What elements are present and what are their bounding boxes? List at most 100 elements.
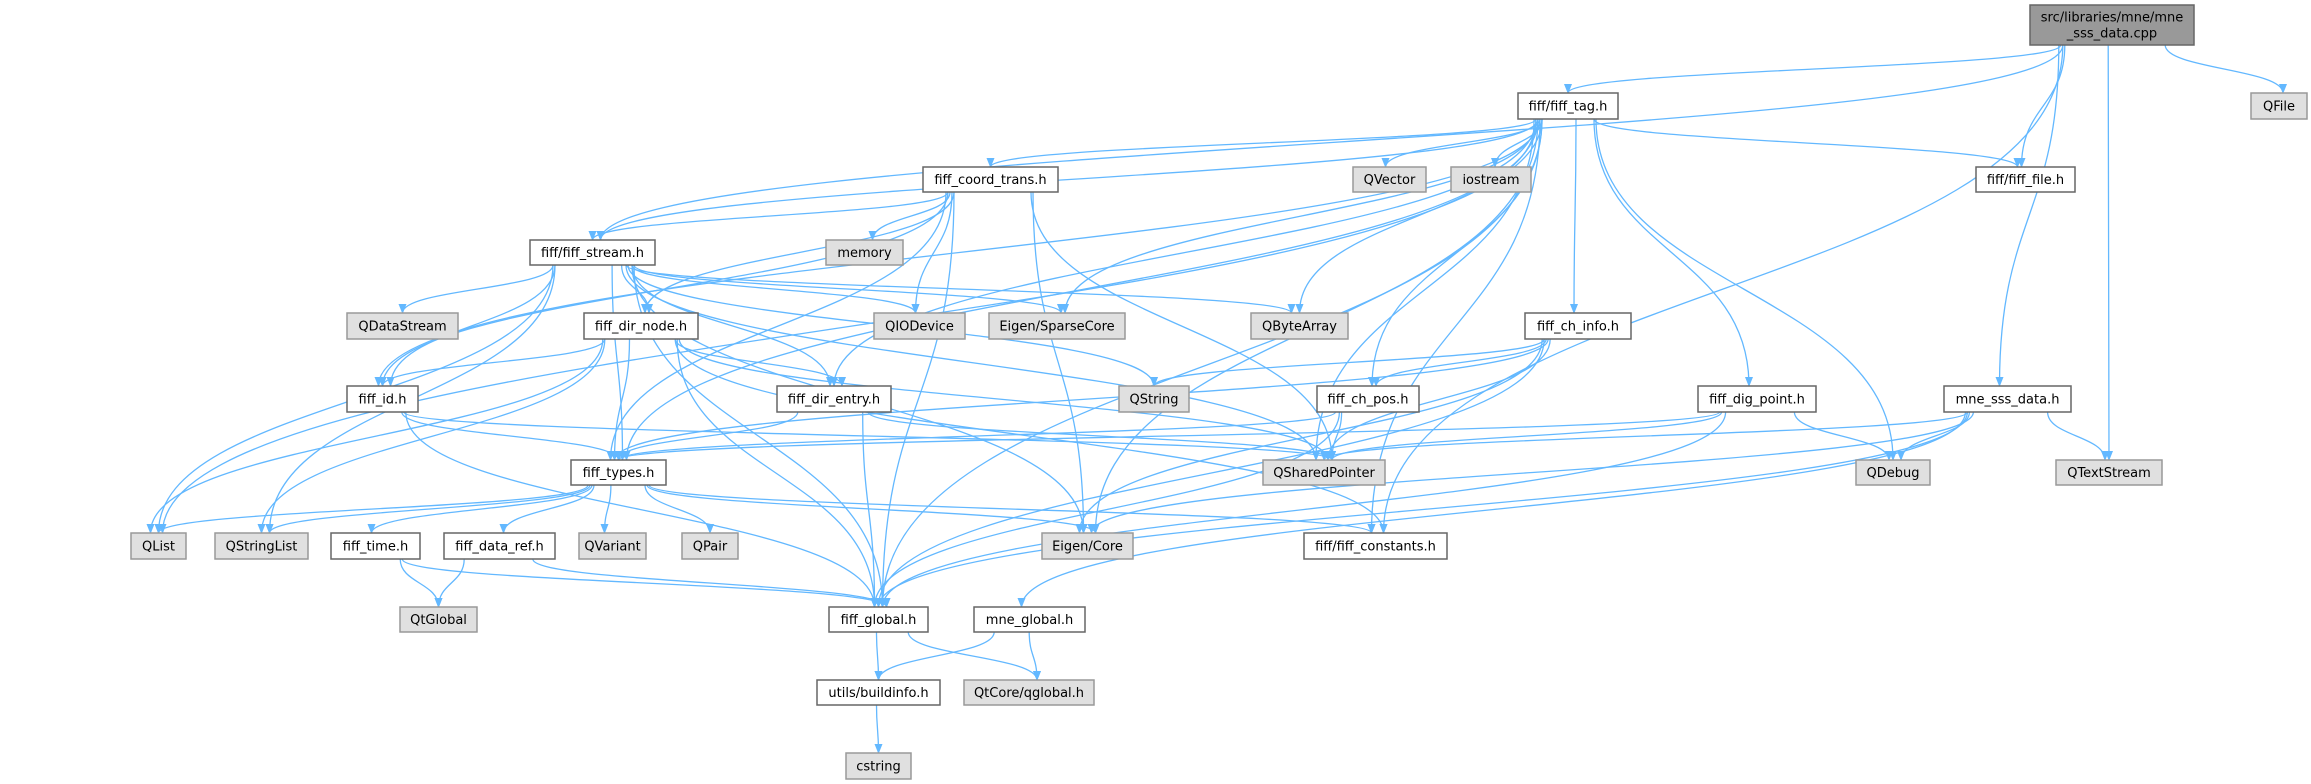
- edge-fiff_stream-to-qdatastream: [398, 264, 554, 314]
- edge-fiff_ch_info-to-fiff_ch_pos: [1372, 338, 1547, 387]
- node-fiff-tag[interactable]: fiff/fiff_tag.h: [1517, 92, 1619, 120]
- edge-fiff_types-to-fiff_data_ref: [499, 484, 595, 534]
- node-qstringlist: QStringList: [214, 532, 309, 560]
- edge-fiff_stream-to-qbytearray: [625, 264, 1296, 314]
- node-label: QtGlobal: [410, 613, 467, 628]
- node-box: [570, 459, 667, 486]
- node-root[interactable]: src/libraries/mne/mne_sss_data.cpp: [2029, 4, 2195, 46]
- node-box: [845, 752, 912, 780]
- edge-fiff_time-to-fiff_global: [401, 558, 891, 608]
- node-mne-sss-data-h[interactable]: mne_sss_data.h: [1943, 385, 2072, 413]
- edge-fiff_coord_trans-to-qsharedpointer: [1030, 191, 1336, 461]
- edge-root-to-fiff_tag: [1564, 44, 2062, 94]
- node-fiff-types[interactable]: fiff_types.h: [570, 459, 667, 486]
- node-buildinfo[interactable]: utils/buildinfo.h: [816, 679, 941, 706]
- edge-fiff_ch_info-to-qsharedpointer: [1324, 338, 1551, 461]
- node-fiff-ch-pos[interactable]: fiff_ch_pos.h: [1316, 385, 1420, 413]
- edge-fiff_dir_entry-to-qsharedpointer: [867, 411, 1336, 461]
- node-qpair: QPair: [681, 532, 739, 560]
- node-eigen-core: Eigen/Core: [1041, 532, 1134, 560]
- node-fiff-stream[interactable]: fiff/fiff_stream.h: [529, 239, 656, 266]
- edge-fiff_stream-to-qiodevice: [631, 264, 920, 314]
- node-qdatastream: QDataStream: [346, 312, 459, 340]
- edge-mne_sss_data_h-to-fiff_global: [874, 411, 1969, 608]
- node-qdebug: QDebug: [1855, 459, 1931, 486]
- node-qtglobal: QtGlobal: [399, 606, 478, 633]
- node-label: QByteArray: [1262, 320, 1337, 335]
- node-box: [2250, 92, 2308, 120]
- node-qsharedpointer: QSharedPointer: [1262, 459, 1386, 486]
- edge-fiff_stream-to-fiff_id: [386, 264, 556, 387]
- node-qiodevice: QIODevice: [873, 312, 966, 340]
- node-label: fiff_dir_node.h: [595, 320, 687, 335]
- node-qlist: QList: [130, 532, 187, 560]
- node-qbytearray: QByteArray: [1250, 312, 1349, 340]
- node-label: mne_sss_data.h: [1956, 393, 2060, 408]
- node-cstring: cstring: [845, 752, 912, 780]
- node-fiff-dig-point[interactable]: fiff_dig_point.h: [1697, 385, 1817, 413]
- edge-fiff_tag-to-fiff_dir_entry: [830, 118, 1537, 387]
- node-box: [2055, 459, 2163, 486]
- node-label: Eigen/SparseCore: [999, 320, 1114, 335]
- node-fiff-dir-entry[interactable]: fiff_dir_entry.h: [776, 385, 892, 413]
- node-eigen-sparse: Eigen/SparseCore: [988, 312, 1126, 340]
- node-box: [922, 166, 1059, 193]
- node-box: [776, 385, 892, 413]
- node-label: memory: [837, 246, 892, 261]
- node-box: [1450, 166, 1532, 193]
- node-label: QtCore/qglobal.h: [974, 686, 1084, 701]
- node-fiff-id[interactable]: fiff_id.h: [346, 385, 419, 413]
- edge-fiff_ch_pos-to-fiff_types: [614, 411, 1337, 461]
- nodes-layer: src/libraries/mne/mne_sss_data.cpp fiff/f…: [130, 4, 2308, 780]
- node-label: fiff_dig_point.h: [1709, 393, 1805, 408]
- node-label: fiff_types.h: [583, 466, 655, 481]
- edge-mne_sss_data_h-to-qdebug: [1897, 411, 1971, 461]
- edge-fiff_tag-to-fiff_stream: [596, 118, 1539, 241]
- node-qvariant: QVariant: [578, 532, 647, 560]
- edge-fiff_tag-to-fiff_constants: [1367, 118, 1541, 534]
- edge-root-to-mne_sss_data_h: [1995, 44, 2060, 387]
- node-label: fiff_dir_entry.h: [788, 393, 880, 408]
- node-fiff-ch-info[interactable]: fiff_ch_info.h: [1524, 312, 1632, 340]
- node-box: [828, 606, 929, 633]
- edge-fiff_dig_point-to-fiff_global: [878, 411, 1727, 608]
- edge-fiff_types-to-eigen_core: [646, 484, 1100, 534]
- node-label: QIODevice: [885, 320, 954, 335]
- node-box: [1250, 312, 1349, 340]
- node-label: fiff_ch_info.h: [1537, 320, 1619, 335]
- node-fiff-data-ref[interactable]: fiff_data_ref.h: [443, 532, 556, 560]
- edge-root-to-qtextstream: [2104, 44, 2113, 461]
- node-fiff-coord-trans[interactable]: fiff_coord_trans.h: [922, 166, 1059, 193]
- edge-fiff_dir_node-to-fiff_global: [676, 338, 879, 608]
- edges-layer: [146, 44, 2287, 754]
- node-label: fiff_data_ref.h: [455, 540, 544, 555]
- node-box: [1303, 532, 1448, 560]
- edge-fiff_dir_node-to-qsharedpointer: [678, 338, 1332, 461]
- edge-fiff_dig_point-to-qsharedpointer: [1328, 411, 1723, 461]
- edge-fiff_coord_trans-to-memory: [868, 191, 951, 241]
- node-box: [1975, 166, 2076, 193]
- edge-fiff_types-to-fiff_constants: [648, 484, 1376, 534]
- node-fiff-global[interactable]: fiff_global.h: [828, 606, 929, 633]
- node-box: [330, 532, 421, 560]
- node-box: [973, 606, 1086, 633]
- node-mne-global[interactable]: mne_global.h: [973, 606, 1086, 633]
- node-fiff-file[interactable]: fiff/fiff_file.h: [1975, 166, 2076, 193]
- node-fiff-constants[interactable]: fiff/fiff_constants.h: [1303, 532, 1448, 560]
- edge-fiff_dir_node-to-fiff_constants: [674, 338, 1388, 534]
- node-label: utils/buildinfo.h: [828, 686, 928, 701]
- node-qtextstream: QTextStream: [2055, 459, 2163, 486]
- node-fiff-time[interactable]: fiff_time.h: [330, 532, 421, 560]
- edge-fiff_id-to-fiff_types: [401, 411, 623, 461]
- edge-fiff_tag-to-fiff_coord_trans: [986, 118, 1537, 168]
- node-label: QFile: [2263, 100, 2295, 115]
- edge-fiff_dig_point-to-qdebug: [1793, 411, 1893, 461]
- node-box: [1118, 385, 1190, 413]
- edge-mne_sss_data_h-to-qsharedpointer: [1320, 411, 1969, 461]
- node-fiff-dir-node[interactable]: fiff_dir_node.h: [583, 312, 699, 340]
- edge-fiff_coord_trans-to-fiff_stream: [588, 191, 949, 241]
- edge-root-to-qfile: [2164, 44, 2287, 94]
- edge-fiff_tag-to-qdebug: [1595, 118, 1897, 461]
- node-label: _sss_data.cpp: [2066, 27, 2157, 42]
- node-box: [1524, 312, 1632, 340]
